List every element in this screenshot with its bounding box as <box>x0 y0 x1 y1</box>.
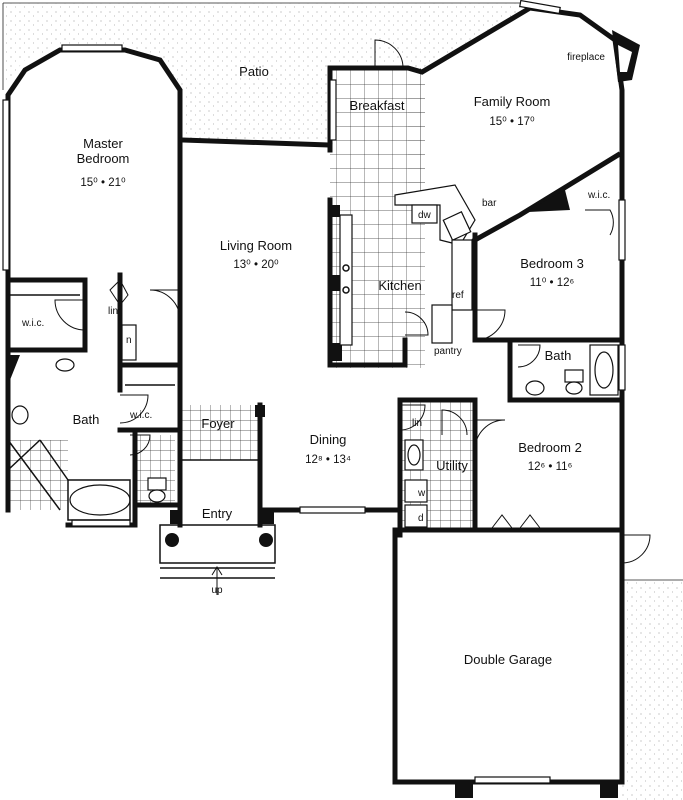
label-lin-master: lin <box>108 306 118 317</box>
fireplace-icon <box>612 30 640 82</box>
room-name-foyer: Foyer <box>201 416 235 431</box>
room-dims-bedroom-3: 11⁰ • 12⁶ <box>530 277 575 289</box>
label-up: up <box>211 585 223 596</box>
columns <box>8 190 618 798</box>
room-name-double-garage: Double Garage <box>464 652 552 667</box>
room-name-entry: Entry <box>202 506 233 521</box>
room-name-living-room: Living Room <box>220 238 292 253</box>
room-name-family-room: Family Room <box>474 94 551 109</box>
room-name-bedroom-3: Bedroom 3 <box>520 256 584 271</box>
label-wic-bath: w.i.c. <box>129 410 152 421</box>
room-dims-bedroom-2: 12⁶ • 11⁶ <box>528 461 573 473</box>
label-bar: bar <box>482 198 497 209</box>
room-dims-living-room: 13⁰ • 20⁰ <box>233 259 279 271</box>
room-name-line: Master <box>83 136 123 151</box>
label-dw: dw <box>418 210 432 221</box>
room-labels: Patio Breakfast Family Room 15⁰ • 17⁰ Ma… <box>73 64 584 667</box>
room-name-master-bath: Bath <box>73 412 100 427</box>
room-name-line: Bedroom <box>77 151 130 166</box>
room-name-dining: Dining <box>310 432 347 447</box>
doors <box>54 39 651 595</box>
room-name-patio: Patio <box>239 64 269 79</box>
label-fireplace: fireplace <box>567 52 605 63</box>
room-name-kitchen: Kitchen <box>378 278 421 293</box>
room-name-bedroom-2: Bedroom 2 <box>518 440 582 455</box>
label-d: d <box>418 513 424 524</box>
label-wic-bed3: w.i.c. <box>587 190 610 201</box>
fixtures <box>7 184 619 528</box>
room-name-breakfast: Breakfast <box>350 98 405 113</box>
room-dims-family-room: 15⁰ • 17⁰ <box>489 116 535 128</box>
room-dims-dining: 12⁸ • 13⁴ <box>305 454 351 466</box>
room-name-utility: Utility <box>436 458 468 473</box>
room-name-bath-2: Bath <box>545 348 572 363</box>
label-lin-utility: lin <box>412 418 422 429</box>
label-n: n <box>126 335 132 346</box>
fixture-labels: fireplace bar dw ref pantry w.i.c. w.i.c… <box>21 52 610 596</box>
label-wic-master: w.i.c. <box>21 318 44 329</box>
room-dims-master-bedroom: 15⁰ • 21⁰ <box>80 177 126 189</box>
label-w: w <box>417 488 426 499</box>
label-ref: ref <box>452 290 464 301</box>
label-pantry: pantry <box>434 346 462 357</box>
windows <box>2 0 626 784</box>
